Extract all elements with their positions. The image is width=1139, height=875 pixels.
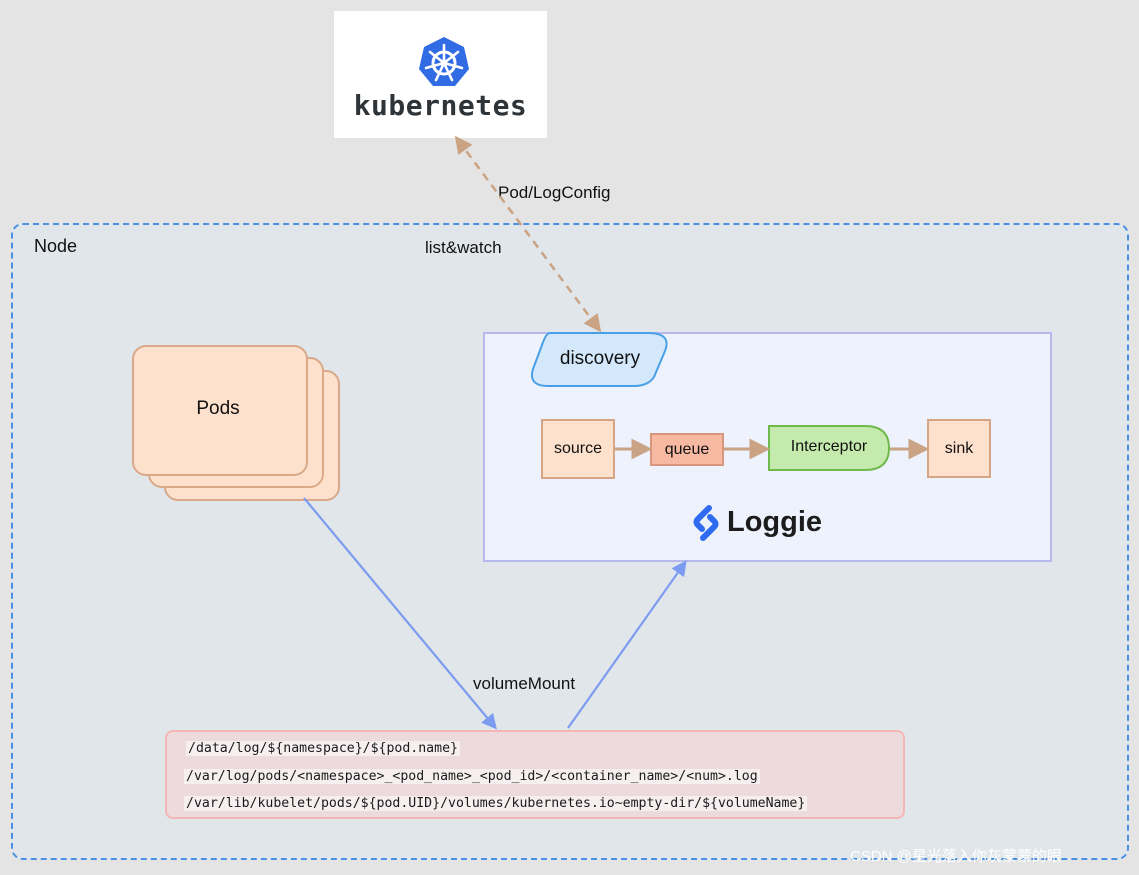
volume-mount-arrow [303, 497, 497, 730]
pods-label: Pods [196, 398, 240, 419]
log-path-item: /var/log/pods/<namespace>_<pod_name>_<po… [184, 769, 760, 784]
volume-mount-label: volumeMount [473, 674, 576, 693]
loggie-wordmark: Loggie [727, 506, 823, 538]
pod-card-front [132, 345, 308, 476]
kubernetes-wordmark: kubernetes [353, 89, 528, 122]
log-read-arrow [567, 560, 687, 729]
interceptor-shape [768, 425, 891, 471]
watermark: CSDN @星光落入你灰蒙蒙的眼 [850, 848, 1062, 865]
loggie-logo-icon [693, 505, 719, 541]
queue-stage: queue [650, 433, 724, 466]
source-stage: source [541, 419, 615, 479]
log-path-item: /data/log/${namespace}/${pod.name} [186, 741, 460, 756]
interceptor-label: Interceptor [790, 438, 868, 455]
log-path-item: /var/lib/kubelet/pods/${pod.UID}/volumes… [184, 796, 808, 811]
discovery-label: discovery [559, 348, 641, 369]
discovery-shape [531, 332, 668, 387]
list-watch-arrow [454, 135, 602, 333]
node-label: Node [34, 236, 78, 256]
kubernetes-logo: kubernetes [334, 11, 547, 138]
kubernetes-helm-icon [419, 37, 469, 86]
